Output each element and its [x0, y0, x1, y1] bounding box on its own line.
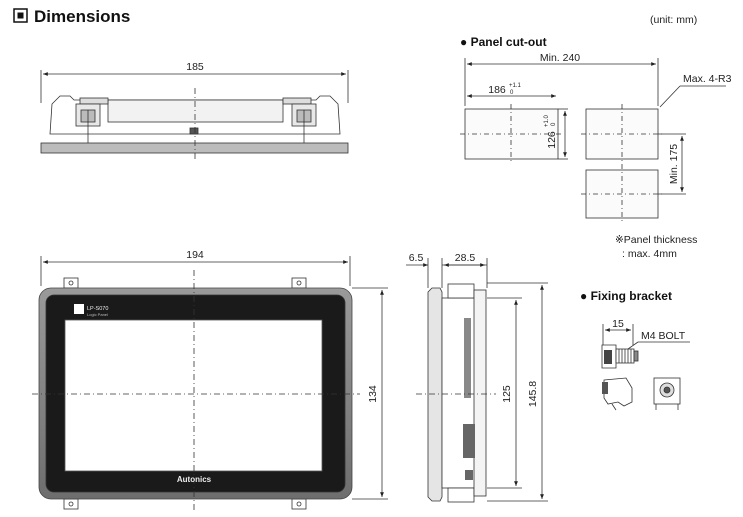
- cutout-height-tol-upper: +1.0: [544, 114, 550, 127]
- panel-thickness-line2: : max. 4mm: [622, 248, 677, 260]
- front-width-label: 194: [186, 249, 204, 261]
- side-view: [406, 258, 548, 503]
- screen-logo-icon: [74, 304, 84, 314]
- panel-thickness-line1: ※Panel thickness: [615, 234, 697, 246]
- cutout-corner-radius: Max. 4-R3: [683, 73, 732, 85]
- cutout-min-vertical: Min. 175: [668, 144, 680, 184]
- cutout-width-tol-lower: 0: [510, 90, 514, 96]
- front-view: [32, 256, 388, 510]
- front-height-label: 134: [367, 385, 379, 403]
- side-inner-height: 125: [501, 385, 513, 403]
- side-body-depth: 28.5: [455, 252, 476, 264]
- cutout-width: 186: [488, 84, 506, 96]
- section-title: Dimensions: [13, 7, 130, 26]
- cutout-width-tol-upper: +1.1: [509, 83, 522, 89]
- panel-cutout-drawing: [460, 58, 726, 224]
- screen-badge-sub: Logic Panel: [87, 312, 108, 317]
- side-bezel-depth: 6.5: [409, 252, 424, 264]
- brand-logo: Autonics: [177, 475, 212, 484]
- panel-cutout-heading: ● Panel cut-out: [460, 35, 547, 49]
- top-view: [40, 70, 349, 160]
- top-width-label: 185: [186, 61, 204, 73]
- fixing-bracket-heading: ● Fixing bracket: [580, 289, 672, 303]
- cutout-min-pitch: Min. 240: [540, 52, 580, 64]
- cutout-height: 126: [546, 131, 558, 149]
- cutout-height-tol-lower: 0: [551, 122, 557, 126]
- title-square-icon: [13, 8, 28, 23]
- side-total-height: 145.8: [527, 381, 539, 407]
- fixing-bracket-drawing: [601, 324, 690, 411]
- bracket-length: 15: [612, 318, 624, 330]
- screen-badge: LP-S070: [87, 306, 108, 312]
- bracket-bolt-label: M4 BOLT: [641, 330, 686, 342]
- unit-label: (unit: mm): [650, 14, 697, 26]
- page-title: Dimensions: [34, 7, 130, 26]
